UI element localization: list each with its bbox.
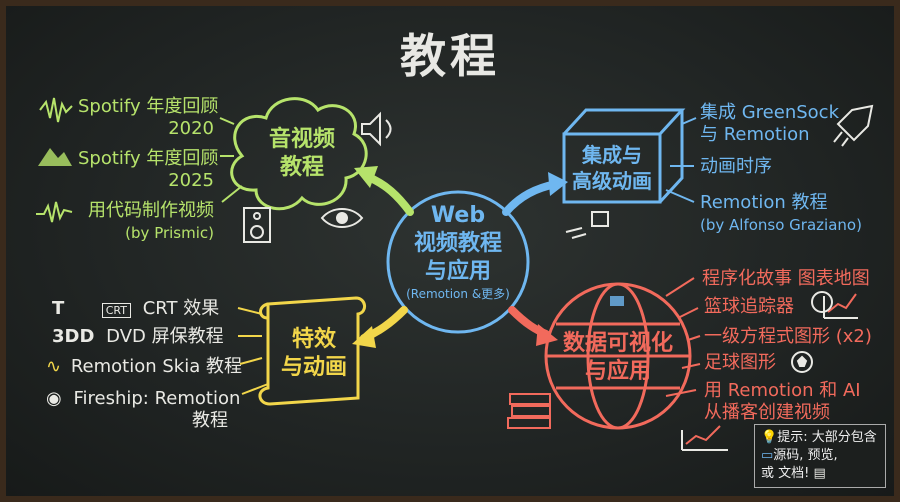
soccer-ball-icon xyxy=(791,351,813,373)
page-title: 教程 xyxy=(400,29,500,83)
av-item-3[interactable]: 用代码制作视频 (by Prismic) xyxy=(80,200,214,244)
dataviz-label1: 数据可视化 xyxy=(562,331,673,356)
mountain-icon xyxy=(38,148,72,166)
effects-item-4-text: Fireship: Remotion xyxy=(73,388,241,409)
advanced-item-2-text: 动画时序 xyxy=(700,156,772,177)
cube-shape xyxy=(562,108,686,204)
lightbulb-icon: 💡 xyxy=(761,430,778,445)
text-tool-icon: T xyxy=(52,298,65,319)
av-item-1[interactable]: Spotify 年度回顾 2020 xyxy=(78,96,219,140)
center-line3: 与应用 xyxy=(424,259,491,284)
signal-icon xyxy=(36,201,73,223)
center-line2: 视频教程 xyxy=(413,231,502,256)
effects-label1: 特效 xyxy=(291,327,336,352)
dataviz-item-4[interactable]: 足球图形 xyxy=(704,352,776,374)
dataviz-item-3-text: 一级方程式图形 (x2) xyxy=(704,326,872,347)
av-connectors xyxy=(219,117,243,203)
advanced-item-2[interactable]: 动画时序 xyxy=(700,156,772,178)
laptop-icon: ▭ xyxy=(761,448,774,463)
av-label2: 教程 xyxy=(279,155,324,180)
av-item-1-text: Spotify 年度回顾 xyxy=(78,96,219,117)
center-line1: Web xyxy=(430,203,486,228)
tip-line1: 提示: 大部分包含 xyxy=(777,430,877,445)
effects-label2: 与动画 xyxy=(280,355,347,380)
arrows xyxy=(352,166,568,348)
trend-chart-icon xyxy=(681,425,728,451)
av-node: 音视频 教程 xyxy=(254,126,350,182)
dataviz-item-5[interactable]: 用 Remotion 和 AI 从播客创建视频 xyxy=(704,380,861,424)
dataviz-item-1[interactable]: 程序化故事 图表地图 xyxy=(702,268,870,290)
dataviz-item-4-text: 足球图形 xyxy=(704,352,776,373)
advanced-item-3-text: Remotion 教程 xyxy=(700,192,828,213)
advanced-item-3[interactable]: Remotion 教程 (by Alfonso Graziano) xyxy=(700,192,862,236)
effects-item-3-text: Remotion Skia 教程 xyxy=(70,356,242,377)
center-circle xyxy=(386,190,530,334)
advanced-item-1-text: 集成 GreenSock xyxy=(700,102,839,123)
dataviz-item-1-text: 程序化故事 图表地图 xyxy=(702,268,870,289)
tip-line2: 源码, 预览, xyxy=(773,448,838,463)
advanced-item-3-sub: (by Alfonso Graziano) xyxy=(700,216,862,234)
eye-small-icon: ◉ xyxy=(46,388,62,409)
crt-icon: CRT xyxy=(101,303,131,318)
dataviz-item-5-sub: 从播客创建视频 xyxy=(704,402,830,423)
av-item-3-text: 用代码制作视频 xyxy=(88,200,214,221)
center-node: Web 视频教程 与应用 (Remotion &更多) xyxy=(398,202,518,302)
advanced-connectors xyxy=(665,117,697,203)
diagram-shapes xyxy=(36,97,874,451)
speaker-icon xyxy=(361,111,392,147)
document-icon: ▤ xyxy=(809,466,826,481)
eye-icon xyxy=(320,208,364,228)
av-item-2-text: Spotify 年度回顾 xyxy=(78,148,219,169)
cloud-shape xyxy=(230,97,368,211)
map-icon xyxy=(610,296,624,306)
advanced-node: 集成与 高级动画 xyxy=(566,142,658,194)
av-item-2[interactable]: Spotify 年度回顾 2025 xyxy=(78,148,219,192)
advanced-item-1[interactable]: 集成 GreenSock 与 Remotion xyxy=(700,102,839,146)
effects-item-4-sub: 教程 xyxy=(192,410,228,431)
dataviz-item-3[interactable]: 一级方程式图形 (x2) xyxy=(704,326,872,348)
tip-box: 💡提示: 大部分包含 ▭源码, 预览, 或 文档! ▤ xyxy=(754,424,886,488)
advanced-label1: 集成与 xyxy=(582,143,642,167)
loudspeaker-box-icon xyxy=(243,207,271,243)
tip-line3: 或 文档! xyxy=(761,466,810,481)
effects-node: 特效 与动画 xyxy=(272,326,356,382)
chart-icon xyxy=(823,293,858,319)
effects-item-3[interactable]: ∿ Remotion Skia 教程 xyxy=(46,356,242,378)
box-icon xyxy=(565,211,609,239)
av-item-3-sub: (by Prismic) xyxy=(125,224,214,242)
dataviz-item-2-text: 篮球追踪器 xyxy=(704,296,794,317)
center-note: (Remotion &更多) xyxy=(406,287,510,301)
waveform-icon xyxy=(39,97,73,123)
dataviz-label2: 与应用 xyxy=(584,359,651,384)
effects-connectors xyxy=(237,307,269,395)
effects-item-2[interactable]: 3DD DVD 屏保教程 xyxy=(52,326,224,348)
av-item-1-sub: 2020 xyxy=(168,118,214,139)
rocket-icon xyxy=(833,104,874,147)
3dd-icon: 3DD xyxy=(52,326,95,347)
dataviz-node: 数据可视化 与应用 xyxy=(554,330,682,386)
dataviz-item-5-text: 用 Remotion 和 AI xyxy=(704,380,861,401)
books-icon xyxy=(507,393,551,429)
advanced-item-1-sub: 与 Remotion xyxy=(700,124,810,145)
effects-item-1-text: CRT 效果 xyxy=(142,298,220,319)
dataviz-item-2[interactable]: 篮球追踪器 xyxy=(704,296,794,318)
effects-item-1[interactable]: T CRT CRT 效果 xyxy=(52,298,219,322)
globe-small-icon xyxy=(811,291,833,313)
av-item-2-sub: 2025 xyxy=(168,170,214,191)
globe-shape xyxy=(544,282,692,430)
snake-icon: ∿ xyxy=(46,356,62,377)
effects-item-4[interactable]: ◉ Fireship: Remotion 教程 xyxy=(46,388,240,432)
av-label1: 音视频 xyxy=(268,127,335,152)
effects-item-2-text: DVD 屏保教程 xyxy=(106,326,224,347)
scroll-shape xyxy=(258,296,366,406)
dataviz-connectors xyxy=(665,277,701,397)
advanced-label2: 高级动画 xyxy=(572,169,652,193)
